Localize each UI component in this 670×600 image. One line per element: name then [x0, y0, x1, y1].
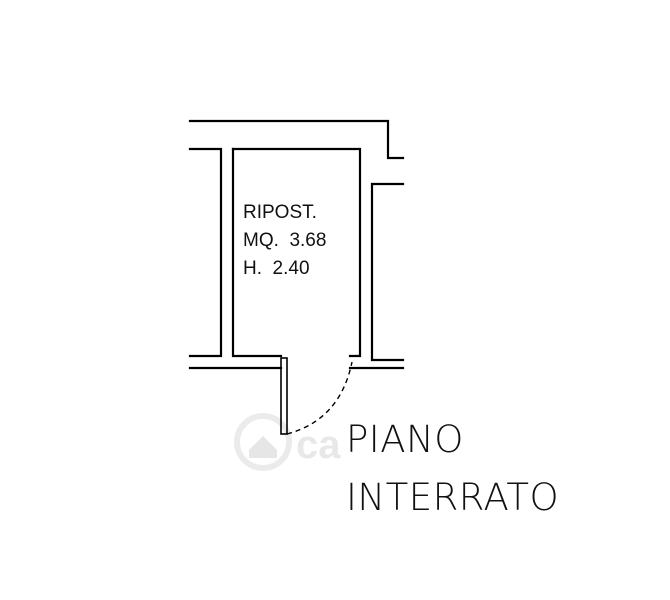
watermark: ca [234, 413, 341, 471]
floor-label-line1: PIANO [346, 418, 464, 461]
door-swing-arc [286, 361, 353, 435]
room-top-wall [231, 147, 362, 358]
left-wall [188, 147, 283, 358]
room-area: MQ. 3.68 [243, 230, 326, 251]
watermark-text: ca [296, 423, 341, 467]
door [280, 357, 353, 435]
house-logo-icon [234, 413, 292, 471]
door-leaf [280, 357, 288, 435]
room-height: H. 2.40 [243, 258, 310, 279]
floor-label-line2: INTERRATO [346, 476, 559, 519]
right-wall [370, 182, 405, 362]
room-name: RIPOST. [243, 202, 317, 223]
top-wall [188, 119, 405, 160]
